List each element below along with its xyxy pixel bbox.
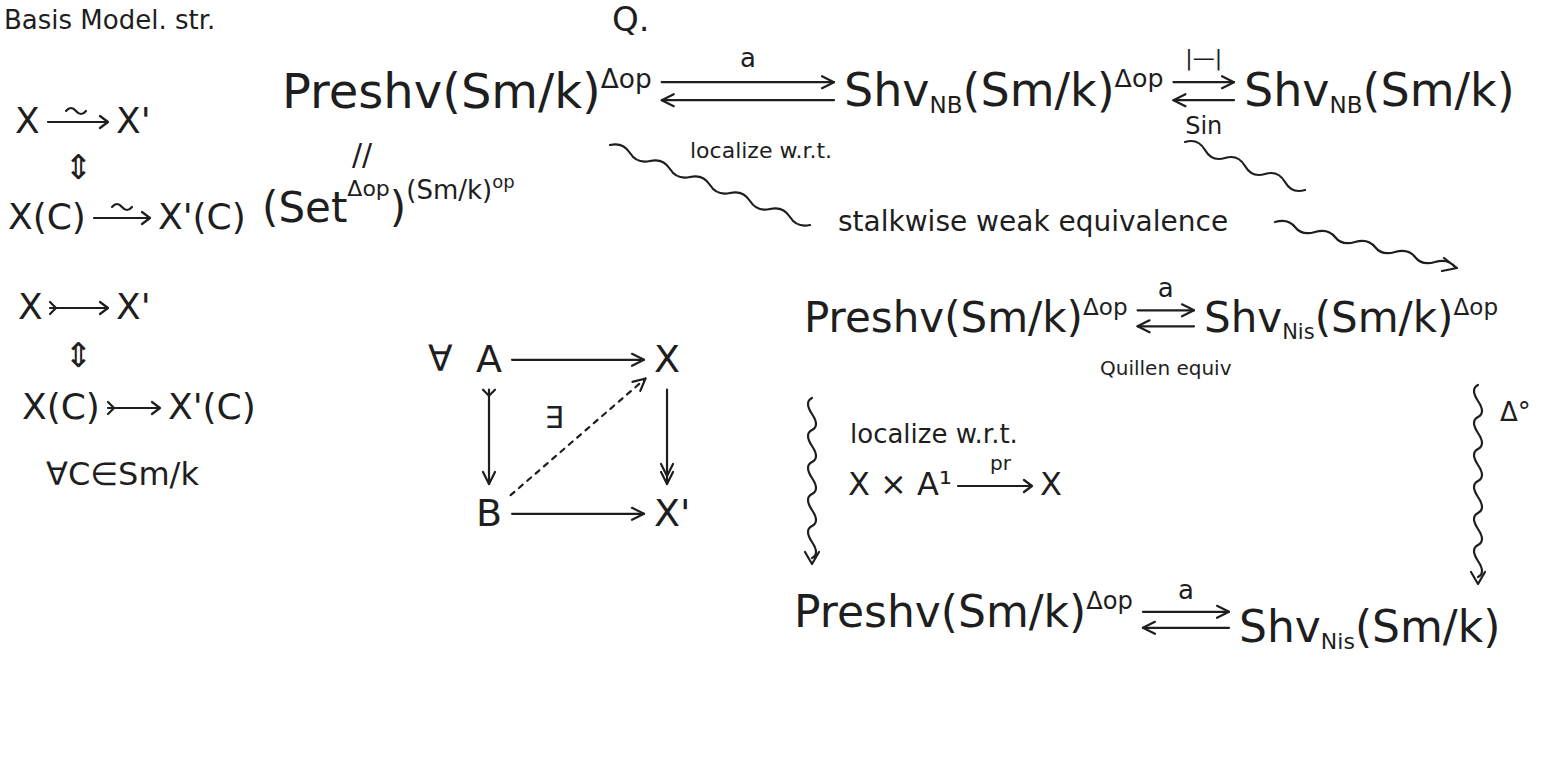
annotation: X'(C) (168, 386, 256, 427)
subscript: Nis (1321, 629, 1355, 654)
equivalence-arrow (94, 204, 150, 224)
annotation: (Sm/k) (406, 176, 492, 206)
math-text: Shv (1244, 63, 1330, 117)
annotation: X (18, 286, 43, 327)
category-node: Preshv(Sm/k)Δop (278, 62, 656, 121)
arrow-connector (662, 94, 834, 106)
arrow-connector (661, 390, 673, 484)
squiggle-arrow (1471, 385, 1485, 584)
arrow-connector (1138, 304, 1194, 316)
arrow-connector (511, 378, 646, 495)
formula-group: (SetΔop)(Sm/k)op (262, 176, 515, 232)
annotation: localize w.r.t. (850, 420, 1018, 450)
arrow-label: a (1176, 576, 1196, 605)
annotation: Q. (612, 0, 650, 39)
math-text: (Sm/k) (1355, 601, 1500, 652)
arrow-label: a (738, 44, 758, 73)
object-node: B (472, 490, 506, 538)
arrow-connector (662, 76, 834, 88)
annotation: X' (116, 286, 151, 327)
annotation: X (15, 100, 40, 141)
math-text: Preshv(Sm/k) (794, 586, 1086, 637)
annotation: // (352, 138, 372, 173)
arrow-connector (512, 354, 644, 366)
math-text: Preshv(Sm/k) (804, 293, 1083, 342)
math-text: Shv (1239, 601, 1321, 652)
object-node: X' (650, 490, 694, 538)
annotation: (Set (262, 184, 347, 232)
category-node: ShvNis(Sm/k) (1235, 600, 1504, 656)
category-node: ShvNB(Sm/k) (1240, 62, 1519, 120)
subscript: Nis (1282, 320, 1314, 344)
projection-arrow (958, 480, 1032, 492)
annotation: op (492, 172, 514, 193)
arrow-connector (1173, 76, 1234, 88)
math-text: Shv (844, 63, 930, 117)
arrow-connector (1173, 94, 1234, 106)
arrow-connector (1138, 320, 1194, 332)
arrow-label: a (1156, 274, 1176, 303)
subscript: NB (930, 92, 963, 118)
superscript: Δop (1115, 64, 1164, 93)
arrow-connector (512, 508, 644, 520)
arrow-label: |—| (1183, 46, 1224, 70)
math-text: A (476, 337, 502, 381)
annotation: Δ° (1500, 398, 1531, 428)
math-text: (Sm/k) (1315, 293, 1454, 342)
category-node: Preshv(Sm/k)Δop (790, 585, 1137, 640)
category-node: Preshv(Sm/k)Δop (800, 292, 1132, 345)
annotation: Δop (347, 176, 389, 201)
math-text: X' (654, 491, 690, 535)
arrow-label: Quillen equiv (1098, 357, 1234, 379)
annotation: X' (116, 100, 151, 141)
arrow-connector (1143, 606, 1229, 618)
squiggle-arrow (1275, 221, 1457, 271)
annotation: Basis Model. str. (4, 6, 215, 36)
annotation: X(C) (8, 196, 86, 237)
mono-arrow (50, 302, 108, 314)
arrow-label: ∃ (543, 400, 566, 433)
annotation: X × A¹ (848, 466, 952, 503)
squiggle-arrow (805, 398, 819, 564)
superscript: Δop (1086, 587, 1133, 615)
math-text: Preshv(Sm/k) (282, 63, 601, 119)
math-text: B (476, 491, 502, 535)
annotation: X (1040, 466, 1062, 503)
arrow-label: Sin (1183, 113, 1224, 139)
arrow-connector (1143, 622, 1229, 634)
math-text: (Sm/k) (1363, 63, 1515, 117)
object-node: A (472, 336, 506, 384)
annotation: pr (990, 452, 1011, 475)
annotation: localize w.r.t. (690, 138, 832, 163)
equivalence-arrow (48, 108, 108, 128)
annotation: ) (390, 184, 406, 232)
math-text: X (654, 337, 680, 381)
superscript: Δop (1453, 294, 1498, 320)
annotation: ⇕ (64, 148, 93, 187)
annotation: X(C) (22, 386, 100, 427)
math-text: Shv (1204, 293, 1282, 342)
mono-arrow (108, 402, 160, 414)
object-node: X (650, 336, 684, 384)
annotation: ⇕ (64, 336, 93, 375)
superscript: Δop (1083, 294, 1128, 320)
math-text: (Sm/k) (963, 63, 1115, 117)
superscript: Δop (601, 63, 652, 94)
annotation: ∀ (428, 338, 453, 379)
arrow-connector (483, 390, 495, 484)
category-node: ShvNis(Sm/k)Δop (1200, 292, 1502, 346)
annotation: ∀C∈Sm/k (46, 456, 199, 493)
subscript: NB (1330, 92, 1363, 118)
squiggle-arrow (1185, 141, 1305, 191)
annotation: X'(C) (158, 196, 246, 237)
category-node: ShvNB(Sm/k)Δop (840, 62, 1167, 120)
annotation: stalkwise weak equivalence (838, 206, 1228, 238)
